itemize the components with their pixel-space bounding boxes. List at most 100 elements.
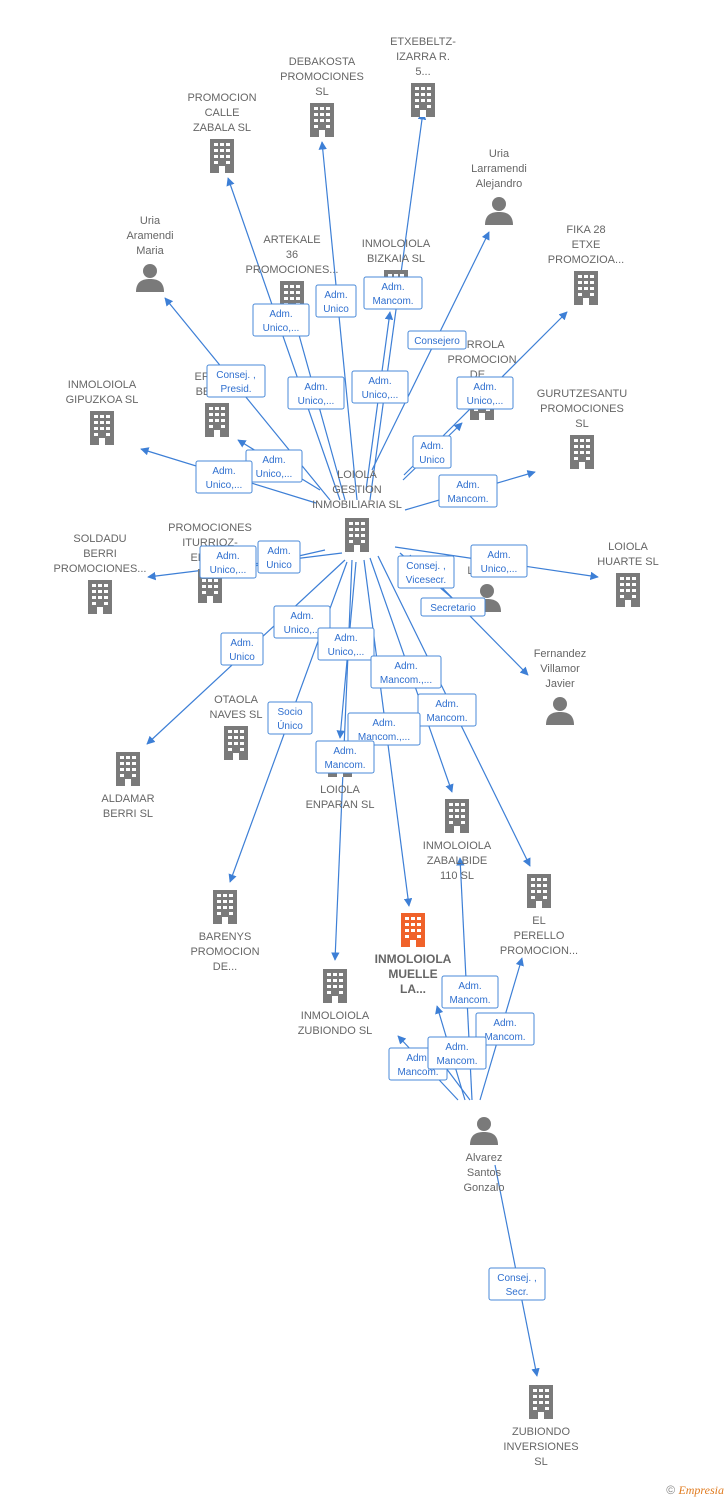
relation-label: Adm. <box>216 551 239 562</box>
node-etxebeltz[interactable]: ETXEBELTZ-IZARRA R.5... <box>390 36 456 117</box>
node-label: LA... <box>400 982 426 996</box>
relation-badge[interactable]: Adm.Mancom.,... <box>347 712 421 746</box>
brand-logo[interactable]: Empresia <box>678 1483 724 1497</box>
building-icon[interactable] <box>224 726 248 760</box>
node-label: PROMOCIONES <box>540 403 624 415</box>
relation-badge[interactable]: Adm.Unico,... <box>317 627 375 661</box>
node-label: INMOLOIOLA <box>375 952 452 966</box>
relation-badge[interactable]: Adm.Mancom. <box>441 975 499 1009</box>
relation-label: Adm. <box>493 1018 516 1029</box>
relation-badge[interactable]: Adm.Unico,... <box>195 460 253 494</box>
relation-badge[interactable]: Adm.Unico <box>220 632 264 666</box>
building-icon[interactable] <box>345 518 369 552</box>
node-barenys[interactable]: BARENYSPROMOCIONDE... <box>190 890 260 973</box>
relation-badge[interactable]: Consej. ,Presid. <box>206 364 266 398</box>
building-icon[interactable] <box>527 874 551 908</box>
relation-badge[interactable]: Secretario <box>420 597 486 617</box>
relation-label: Unico <box>266 560 292 571</box>
relation-label: Adm. <box>473 382 496 393</box>
relation-badge[interactable]: Adm.Unico <box>412 435 452 469</box>
building-icon[interactable] <box>401 913 425 947</box>
relation-badge[interactable]: Adm.Unico,... <box>470 544 528 578</box>
node-label: ALDAMAR <box>101 793 154 805</box>
relation-label: Mancom. <box>447 494 488 505</box>
relation-badge[interactable]: Adm.Mancom. <box>417 693 477 727</box>
relation-badge[interactable]: Adm.Mancom. <box>475 1012 535 1046</box>
building-icon[interactable] <box>90 411 114 445</box>
node-artekale[interactable]: ARTEKALE36PROMOCIONES... <box>246 234 339 315</box>
person-icon[interactable] <box>470 1117 498 1145</box>
relation-badge[interactable]: Adm.Unico <box>315 284 357 318</box>
building-icon[interactable] <box>529 1385 553 1419</box>
node-label: BERRI SL <box>103 808 153 820</box>
relation-badge[interactable]: Consejero <box>407 330 467 350</box>
node-label: BARENYS <box>199 931 252 943</box>
node-label: LOIOLA <box>337 469 377 481</box>
relation-edge <box>371 231 490 471</box>
relation-label: Consej. , <box>216 370 255 381</box>
node-soldadu[interactable]: SOLDADUBERRIPROMOCIONES... <box>54 533 147 614</box>
relation-badge[interactable]: Adm.Mancom. <box>427 1036 487 1070</box>
node-label: Maria <box>136 245 164 257</box>
relation-badge[interactable]: Adm.Unico,... <box>273 605 331 639</box>
building-icon[interactable] <box>213 890 237 924</box>
relation-badge[interactable]: Adm.Unico <box>257 540 301 574</box>
node-label: ARTEKALE <box>263 234 320 246</box>
building-icon[interactable] <box>570 435 594 469</box>
node-fika[interactable]: FIKA 28ETXEPROMOZIOA... <box>548 224 624 305</box>
relation-badge[interactable]: Consej. ,Vicesecr. <box>397 555 455 589</box>
relation-badge[interactable]: Adm.Mancom. <box>363 276 423 310</box>
person-icon[interactable] <box>546 697 574 725</box>
relation-badge[interactable]: Adm.Unico,... <box>287 376 345 410</box>
relation-badge[interactable]: Adm.Mancom.,... <box>370 655 442 689</box>
building-icon[interactable] <box>205 403 229 437</box>
relation-label: Adm. <box>334 633 357 644</box>
node-label: EL <box>532 915 545 927</box>
building-icon[interactable] <box>310 103 334 137</box>
building-icon[interactable] <box>88 580 112 614</box>
node-perello[interactable]: ELPERELLOPROMOCION... <box>500 874 578 957</box>
relation-badge[interactable]: Adm.Unico,... <box>199 545 257 579</box>
relation-badge[interactable]: Adm.Unico,... <box>252 303 310 337</box>
relation-badge[interactable]: Adm.Mancom. <box>315 740 375 774</box>
relation-badge[interactable]: Adm.Unico,... <box>245 449 303 483</box>
relation-badge[interactable]: Adm.Unico,... <box>456 376 514 410</box>
person-icon[interactable] <box>485 197 513 225</box>
person-icon[interactable] <box>136 264 164 292</box>
relation-badge[interactable]: Adm.Unico,... <box>351 370 409 404</box>
relation-label: Unico,... <box>284 625 321 636</box>
relation-label: Adm. <box>394 661 417 672</box>
relation-badge[interactable]: Consej. ,Secr. <box>488 1267 546 1301</box>
relation-badge[interactable]: Adm.Mancom. <box>438 474 498 508</box>
building-icon[interactable] <box>116 752 140 786</box>
building-icon[interactable] <box>574 271 598 305</box>
building-icon[interactable] <box>616 573 640 607</box>
building-icon[interactable] <box>323 969 347 1003</box>
node-label: ZABALA SL <box>193 122 251 134</box>
building-icon[interactable] <box>210 139 234 173</box>
node-muelle[interactable]: INMOLOIOLAMUELLELA... <box>375 913 452 996</box>
node-aldamar[interactable]: ALDAMAR BERRI SL <box>101 752 155 820</box>
relation-label: Mancom. <box>436 1056 477 1067</box>
building-icon[interactable] <box>445 799 469 833</box>
building-icon[interactable] <box>411 83 435 117</box>
relation-label: Consejero <box>414 336 460 347</box>
node-label: BIZKAIA SL <box>367 253 425 265</box>
